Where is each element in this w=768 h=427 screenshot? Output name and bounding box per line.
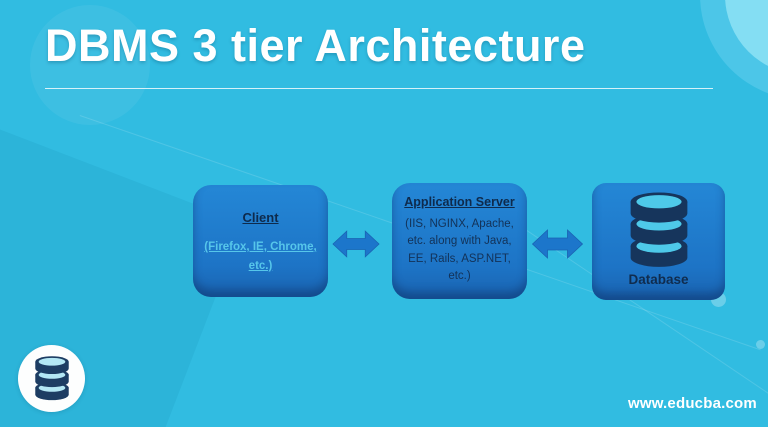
application-server-title: Application Server [404,195,515,209]
decorative-dot [756,340,765,349]
database-label: Database [628,272,689,287]
title-underline [45,88,713,89]
database-cylinder-icon [34,355,69,400]
application-server-subtitle: (IIS, NGINX, Apache, etc. along with Jav… [405,218,514,282]
double-arrow-icon [531,229,584,259]
database-cylinder-icon [630,192,687,267]
node-client: Client (Firefox, IE, Chrome, etc.) [193,185,328,297]
client-title: Client [242,210,279,225]
watermark: www.educba.com [628,395,757,412]
node-database: Database [592,183,725,300]
node-application-server: Application Server (IIS, NGINX, Apache, … [392,183,527,299]
educba-logo [18,345,85,412]
background-blob [30,5,150,125]
double-arrow-icon [332,230,380,258]
page-title: DBMS 3 tier Architecture [45,20,586,71]
client-subtitle: (Firefox, IE, Chrome, etc.) [204,241,317,272]
